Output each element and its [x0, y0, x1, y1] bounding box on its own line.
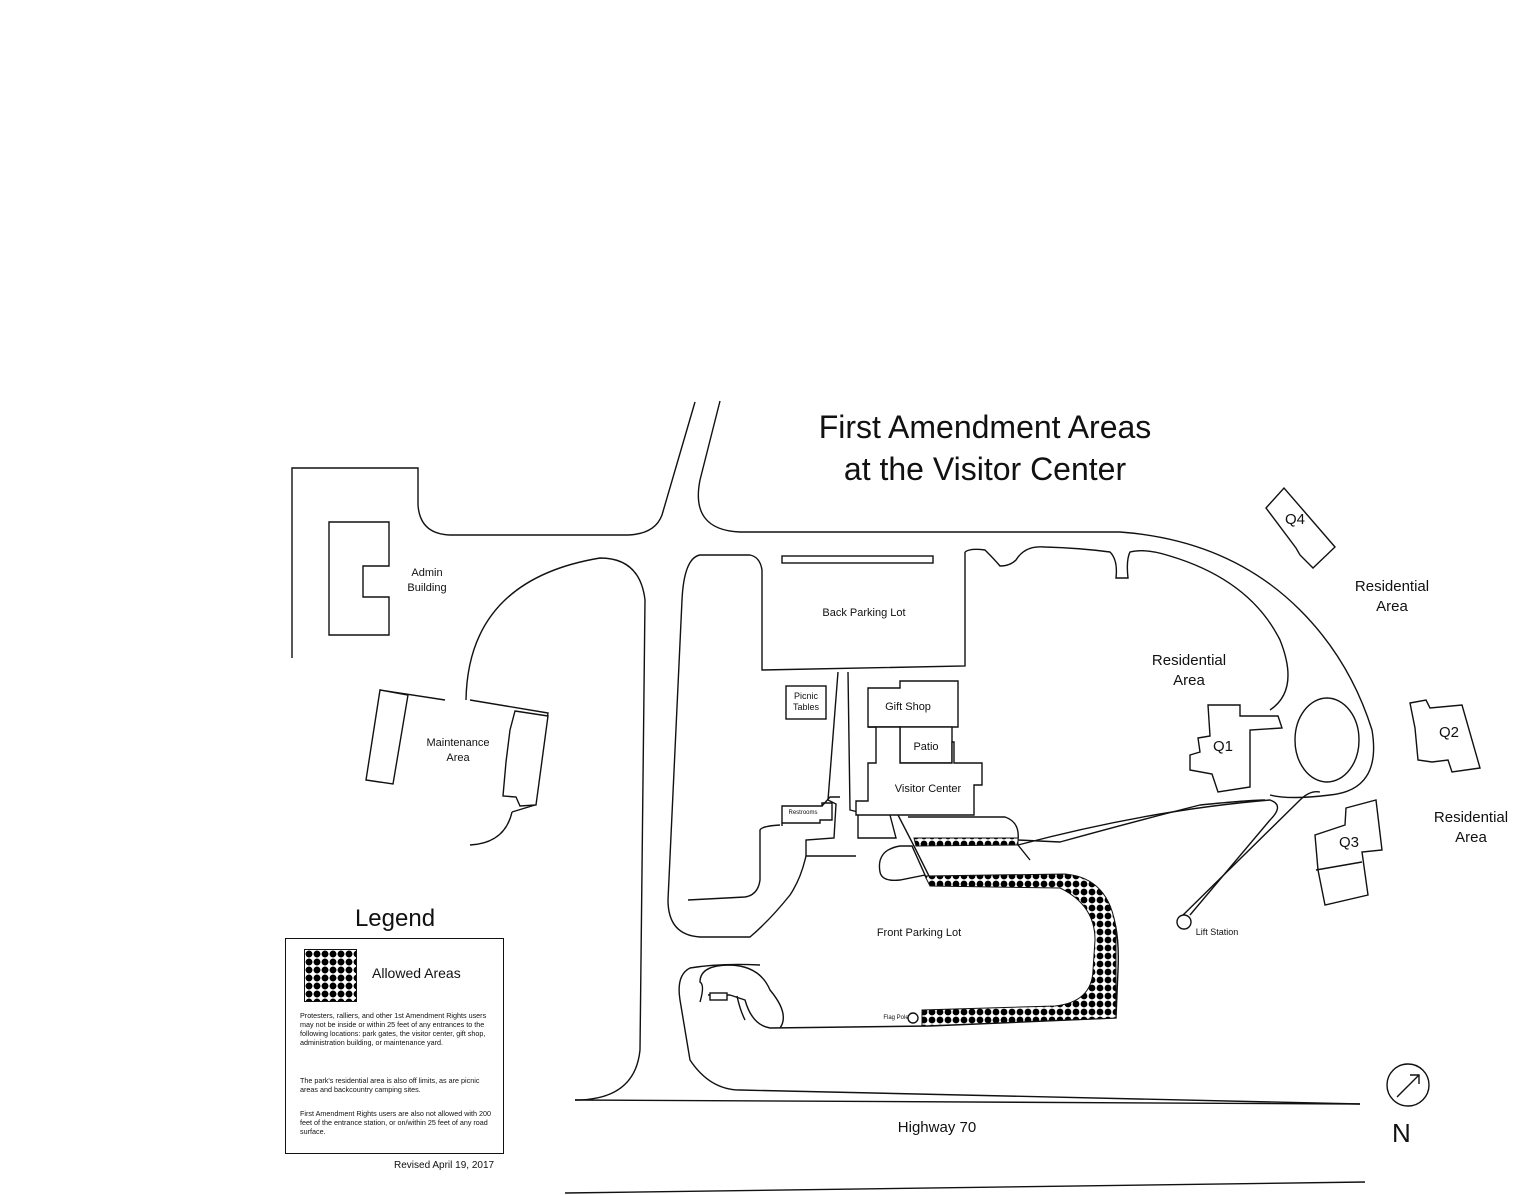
lift-station-road	[1179, 790, 1321, 919]
front-lot-island	[878, 845, 926, 882]
allowed-areas-label: Allowed Areas	[372, 965, 461, 981]
highway-label: Highway 70	[897, 1119, 977, 1136]
picnic-tables-label: Picnic Tables	[793, 691, 819, 713]
legend-note-residential: The park's residential area is also off …	[300, 1076, 480, 1094]
admin-label-line2: Building	[407, 582, 447, 594]
exit-road-south	[678, 963, 1361, 1105]
maintenance-turnaround	[469, 811, 513, 846]
q3-label: Q3	[1338, 834, 1360, 851]
residential-area-label-east: Residential Area	[1434, 808, 1508, 848]
map-title-line1: First Amendment Areas	[818, 409, 1152, 445]
residential-center-line2: Area	[1173, 672, 1205, 689]
residential-east-line2: Area	[1455, 829, 1487, 846]
highway-north-edge	[574, 1099, 1361, 1105]
residential-area-label-center: Residential Area	[1152, 651, 1226, 691]
q2-label: Q2	[1438, 724, 1460, 741]
visitor-center-building	[855, 726, 983, 816]
maintenance-label-line1: Maintenance	[426, 737, 490, 749]
flag-pole-label: Flag Pole	[883, 1015, 909, 1021]
q4-label: Q4	[1284, 511, 1306, 528]
flag-pole-marker	[907, 1012, 919, 1024]
admin-building	[328, 521, 390, 636]
admin-yard-outline	[291, 401, 696, 658]
revised-date: Revised April 19, 2017	[394, 1160, 495, 1171]
entrance-road-right-edge	[697, 400, 1375, 799]
maintenance-shed	[365, 689, 409, 785]
allowed-area-front-sidewalk	[921, 873, 1117, 1027]
visitor-walk-west	[805, 671, 839, 856]
turnaround-island	[1294, 697, 1360, 783]
legend-title: Legend	[354, 905, 436, 932]
map-title: First Amendment Areas at the Visitor Cen…	[760, 406, 1210, 490]
east-service-road	[1017, 799, 1279, 916]
admin-label-line1: Admin	[411, 567, 443, 579]
front-lot-outer-edge	[729, 814, 1119, 1029]
residential-north-line1: Residential	[1354, 578, 1430, 595]
north-arrow-circle	[1386, 1063, 1430, 1107]
legend-note-entrances: Protesters, ralliers, and other 1st Amen…	[300, 1011, 487, 1047]
maintenance-label-line2: Area	[446, 752, 470, 764]
picnic-label-line1: Picnic	[793, 691, 819, 701]
maintenance-access-road	[465, 557, 646, 1101]
admin-building-label: Admin Building	[407, 566, 446, 596]
legend-note-road: First Amendment Rights users are also no…	[300, 1109, 491, 1136]
q1-label: Q1	[1212, 738, 1234, 755]
entrance-sign	[709, 992, 728, 1001]
residential-east-line1: Residential	[1433, 809, 1509, 826]
visitor-center-label: Visitor Center	[894, 783, 962, 795]
legend-box: Allowed Areas Protesters, ralliers, and …	[285, 938, 504, 1154]
highway-south-edge	[564, 1181, 1366, 1194]
lift-station-label: Lift Station	[1195, 927, 1239, 937]
residential-north-line2: Area	[1376, 598, 1408, 615]
front-parking-lot-label: Front Parking Lot	[876, 927, 962, 939]
maintenance-area-label: Maintenance Area	[427, 736, 490, 766]
picnic-tables-box	[785, 685, 827, 720]
lift-station-marker	[1176, 914, 1192, 930]
q4-building	[1265, 486, 1336, 569]
visitor-walk-east	[847, 671, 897, 839]
allowed-area-north-walk	[913, 837, 1019, 847]
residential-center-line1: Residential	[1151, 652, 1227, 669]
residential-area-label-north: Residential Area	[1355, 577, 1429, 617]
q2-building	[1409, 699, 1481, 773]
q3-building-divider	[1315, 861, 1363, 871]
map-title-line2: at the Visitor Center	[843, 451, 1127, 487]
front-lot-east-road	[908, 799, 1266, 843]
maintenance-building	[502, 710, 549, 807]
inner-loop-road-inner	[687, 824, 781, 901]
allowed-areas-swatch	[304, 949, 357, 1002]
restrooms-label: Restrooms	[788, 810, 818, 816]
back-lot-parking-row	[781, 555, 934, 564]
back-lot-west-edge	[749, 552, 966, 671]
inner-loop-road	[667, 554, 856, 938]
north-road-curbs	[964, 546, 1289, 711]
q3-building	[1314, 799, 1383, 906]
restroom-walk	[781, 796, 840, 826]
picnic-label-line2: Tables	[792, 702, 820, 712]
gift-shop-label: Gift Shop	[885, 701, 931, 713]
north-label: N	[1392, 1118, 1411, 1148]
patio-label: Patio	[913, 741, 939, 753]
q1-building	[1189, 704, 1283, 793]
back-parking-lot-label: Back Parking Lot	[822, 607, 906, 619]
north-arrow-icon	[1396, 1074, 1420, 1098]
